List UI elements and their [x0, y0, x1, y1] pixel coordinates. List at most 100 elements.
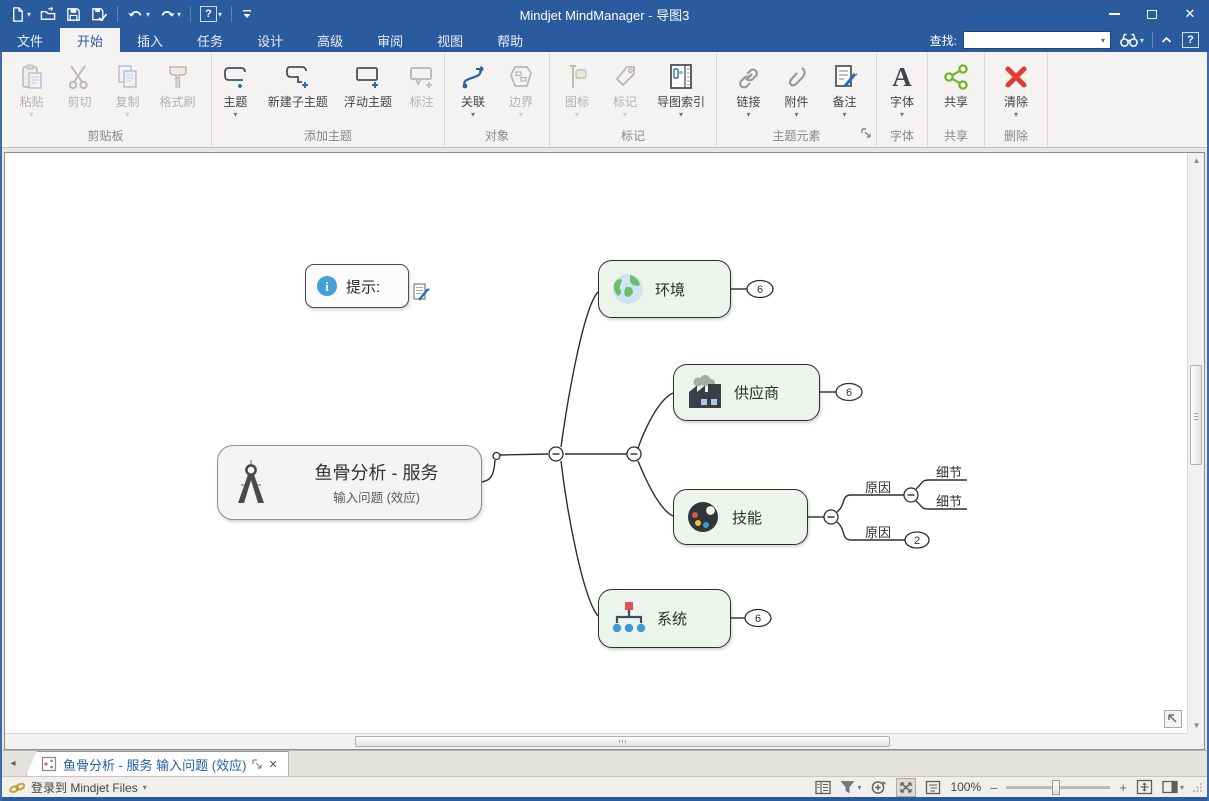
- help-button[interactable]: ?: [1180, 32, 1201, 48]
- tab-popout-icon[interactable]: [252, 759, 263, 769]
- task-panel-button[interactable]: ▾: [1162, 780, 1184, 794]
- help-menu-button[interactable]: ? ▾: [197, 4, 225, 24]
- central-topic[interactable]: 鱼骨分析 - 服务 输入问题 (效应): [217, 445, 482, 520]
- tab-scroll-left-icon[interactable]: ◂: [10, 758, 16, 769]
- map-connectors: 6 6 6 2: [478, 279, 967, 628]
- tab-design[interactable]: 设计: [257, 33, 284, 49]
- badge-cause[interactable]: 2: [904, 531, 930, 549]
- collapse-node[interactable]: [903, 487, 919, 503]
- clear-button[interactable]: 清除 ▾: [992, 59, 1040, 120]
- vertical-scroll-thumb[interactable]: [1190, 365, 1202, 465]
- branch-cause-1[interactable]: 原因: [864, 480, 891, 495]
- vertical-scrollbar[interactable]: ▲ ▼: [1187, 153, 1204, 733]
- tags-button[interactable]: 标记 ▾: [601, 59, 649, 120]
- badge-supplier[interactable]: 6: [835, 382, 863, 402]
- ribbon-group-topic-elements: 链接 ▾ 附件 ▾ 备注 ▾ 主题元素: [717, 52, 877, 147]
- badge-environment[interactable]: 6: [746, 279, 774, 299]
- collapse-node[interactable]: [548, 446, 564, 462]
- collapse-node[interactable]: [823, 509, 839, 525]
- share-button[interactable]: 共享: [932, 59, 980, 120]
- toolbar-separator: [231, 6, 233, 22]
- resize-grip-icon[interactable]: [1193, 782, 1203, 792]
- tab-task[interactable]: 任务: [197, 33, 224, 49]
- map-canvas[interactable]: 6 6 6 2 i 提示:: [4, 152, 1205, 750]
- tab-home[interactable]: 开始: [60, 28, 121, 52]
- branch-detail-1[interactable]: 细节: [935, 465, 962, 480]
- icons-button[interactable]: 图标 ▾: [553, 59, 601, 120]
- floating-topic-button[interactable]: 浮动主题: [337, 59, 399, 120]
- font-button[interactable]: A 字体 ▾: [878, 59, 926, 120]
- document-tab[interactable]: 鱼骨分析 - 服务 输入问题 (效应) ✕: [26, 751, 289, 776]
- link-button[interactable]: 链接 ▾: [725, 59, 773, 120]
- callout-button[interactable]: 标注: [399, 59, 444, 120]
- fit-map-button[interactable]: [1164, 710, 1182, 728]
- topic-button[interactable]: 主题 ▾: [212, 59, 259, 120]
- tab-review[interactable]: 审阅: [377, 33, 404, 49]
- zoom-slider[interactable]: [1006, 779, 1111, 795]
- dropdown-arrow-icon: ▾: [899, 110, 904, 119]
- notes-button[interactable]: 备注 ▾: [821, 59, 869, 120]
- balance-map-button[interactable]: [896, 777, 917, 797]
- save-button[interactable]: [62, 4, 85, 25]
- customize-qat-button[interactable]: [238, 6, 256, 22]
- undo-button[interactable]: ▾: [124, 5, 153, 24]
- scroll-up-icon[interactable]: ▲: [1192, 156, 1201, 165]
- topic-environment[interactable]: 环境: [598, 260, 731, 318]
- quick-print-button[interactable]: [87, 4, 111, 25]
- zoom-in-button[interactable]: +: [1119, 779, 1127, 795]
- branch-detail-2[interactable]: 细节: [935, 494, 962, 509]
- signin-button[interactable]: 登录到 Mindjet Files ▾: [0, 779, 147, 796]
- font-icon: A: [887, 59, 917, 95]
- zoom-slider-thumb[interactable]: [1052, 779, 1061, 795]
- tab-advanced[interactable]: 高级: [317, 33, 344, 49]
- maximize-button[interactable]: [1133, 0, 1171, 28]
- zoom-level[interactable]: 100%: [950, 780, 982, 794]
- paste-button[interactable]: 粘贴 ▾: [8, 59, 56, 120]
- find-input[interactable]: [963, 33, 1096, 47]
- badge-system[interactable]: 6: [744, 608, 772, 628]
- horizontal-scroll-thumb[interactable]: [355, 736, 890, 747]
- redo-button[interactable]: ▾: [155, 5, 184, 24]
- copy-button[interactable]: 复制 ▾: [104, 59, 152, 120]
- dialog-launcher-icon[interactable]: [861, 125, 871, 143]
- tab-insert[interactable]: 插入: [137, 33, 164, 49]
- chevron-up-icon: [1161, 36, 1172, 43]
- tab-help[interactable]: 帮助: [497, 33, 524, 49]
- branch-cause-2[interactable]: 原因: [864, 525, 891, 540]
- compass-icon: [238, 459, 264, 503]
- collapse-node[interactable]: [626, 446, 642, 462]
- boundary-button[interactable]: 边界 ▾: [497, 59, 545, 120]
- topic-notes-icon[interactable]: [413, 283, 430, 308]
- svg-text:6: 6: [755, 613, 761, 625]
- minimize-button[interactable]: [1095, 0, 1133, 28]
- open-button[interactable]: [36, 4, 60, 25]
- tab-close-icon[interactable]: ✕: [268, 758, 278, 771]
- collapse-ribbon-button[interactable]: [1159, 36, 1174, 44]
- topic-system[interactable]: 系统: [598, 589, 731, 648]
- floating-topic-tips[interactable]: i 提示:: [305, 264, 409, 308]
- quick-add-button[interactable]: [870, 779, 887, 795]
- map-index-button[interactable]: 导图索引 ▾: [649, 59, 713, 120]
- outline-view-button[interactable]: [925, 780, 941, 795]
- close-button[interactable]: ✕: [1171, 0, 1209, 28]
- horizontal-scrollbar[interactable]: [5, 733, 1187, 749]
- topic-skills[interactable]: 技能: [673, 489, 808, 545]
- tab-file[interactable]: 文件: [17, 33, 44, 49]
- find-box: ▾: [962, 31, 1111, 49]
- find-options-button[interactable]: ▾: [1117, 32, 1146, 48]
- topic-supplier[interactable]: 供应商: [673, 364, 820, 421]
- new-subtopic-button[interactable]: 新建子主题: [259, 59, 337, 120]
- notes-icon: [830, 59, 860, 95]
- attachment-button[interactable]: 附件 ▾: [773, 59, 821, 120]
- map-index-panel-button[interactable]: [815, 780, 832, 795]
- find-dropdown-icon[interactable]: ▾: [1100, 35, 1105, 45]
- cut-button[interactable]: 剪切: [56, 59, 104, 120]
- tab-view[interactable]: 视图: [437, 33, 464, 49]
- format-painter-button[interactable]: 格式刷: [152, 59, 204, 120]
- zoom-out-button[interactable]: –: [990, 779, 998, 795]
- new-document-button[interactable]: ▾: [6, 4, 34, 25]
- filter-button[interactable]: ▾: [840, 780, 861, 794]
- fit-map-window-button[interactable]: [1136, 779, 1153, 795]
- relationship-button[interactable]: 关联 ▾: [449, 59, 497, 120]
- scroll-down-icon[interactable]: ▼: [1192, 721, 1201, 730]
